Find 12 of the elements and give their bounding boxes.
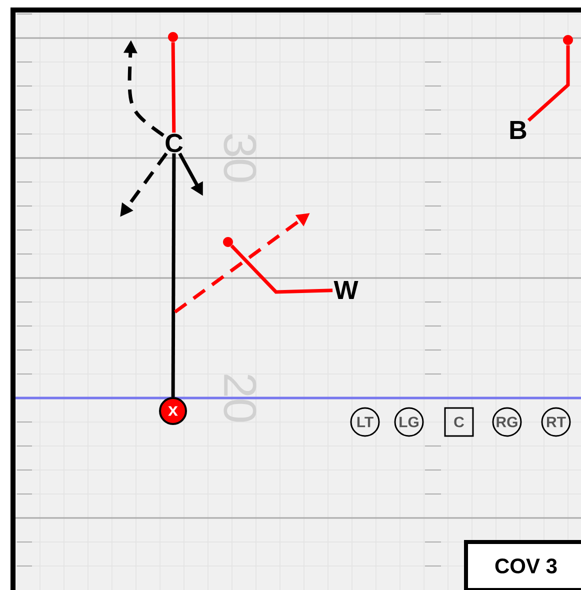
defender-label: W (334, 281, 358, 299)
defender-label: C (166, 134, 183, 152)
route-line (171, 42, 176, 133)
defender-label: B (510, 121, 526, 139)
end-dot (223, 237, 233, 247)
route-line (527, 45, 570, 122)
route-line (230, 244, 333, 294)
end-dot (563, 35, 573, 45)
coverage-box: COV 3 (464, 540, 581, 590)
center-square: C (444, 407, 474, 437)
end-dot (168, 32, 178, 42)
route-line (171, 153, 176, 398)
